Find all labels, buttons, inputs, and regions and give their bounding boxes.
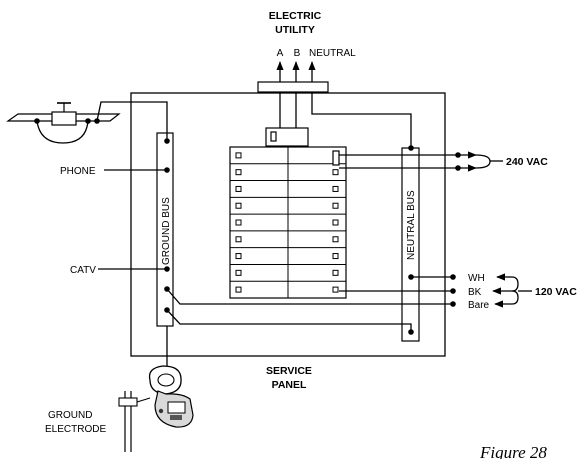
breaker-handle <box>235 202 242 209</box>
service-panel-line2: PANEL <box>272 379 307 391</box>
breaker-panel <box>229 146 347 299</box>
catv-label: CATV <box>70 265 96 276</box>
neutral-feed-wire <box>311 92 412 148</box>
service-panel-outline <box>130 92 446 357</box>
breaker-handle <box>332 219 339 226</box>
240v-label: 240 VAC <box>506 156 548 168</box>
breaker-handle <box>235 169 242 176</box>
bare-label: Bare <box>468 300 490 311</box>
bare-wire <box>166 288 453 305</box>
breaker-handle <box>235 286 242 293</box>
breaker-handle <box>235 269 242 276</box>
service-panel-line1: SERVICE <box>266 365 312 377</box>
ground-electrode-rod <box>118 391 151 452</box>
breaker-handle <box>235 185 242 192</box>
clamp-meter-icon <box>148 365 194 428</box>
breaker-handle <box>332 202 339 209</box>
overhead-ground-clamp <box>6 101 170 144</box>
service-entrance-box <box>257 81 329 93</box>
neutral-bus-label: NEUTRAL BUS <box>406 190 417 260</box>
breaker-handle <box>235 236 242 243</box>
ground-neutral-bond <box>166 309 412 332</box>
title-line2: UTILITY <box>275 24 315 36</box>
bk-label: BK <box>468 287 482 298</box>
breaker-handle <box>332 253 339 260</box>
ground-electrode-line2: ELECTRODE <box>45 424 106 435</box>
ground-electrode-line1: GROUND <box>48 410 92 421</box>
feed-b-label: B <box>294 48 301 59</box>
ground-bus-label: GROUND BUS <box>161 197 172 265</box>
title-line1: ELECTRIC <box>269 10 322 22</box>
figure-caption: Figure 28 <box>479 443 547 459</box>
breaker-handle <box>332 185 339 192</box>
breaker-handle <box>235 253 242 260</box>
breaker-handle <box>332 269 339 276</box>
120v-label: 120 VAC <box>535 286 577 298</box>
breaker-handle <box>235 152 242 159</box>
breaker-handle <box>332 286 339 293</box>
ground-bus <box>156 132 174 327</box>
main-breaker-handle <box>270 131 277 142</box>
breaker-handle <box>332 236 339 243</box>
breaker-handle <box>332 169 339 176</box>
feed-neutral-label: NEUTRAL <box>309 48 356 59</box>
breaker-handle <box>235 219 242 226</box>
double-pole-breaker-handle <box>332 150 340 166</box>
feed-a-label: A <box>277 48 284 59</box>
phone-label: PHONE <box>60 166 96 177</box>
wh-label: WH <box>468 273 485 284</box>
